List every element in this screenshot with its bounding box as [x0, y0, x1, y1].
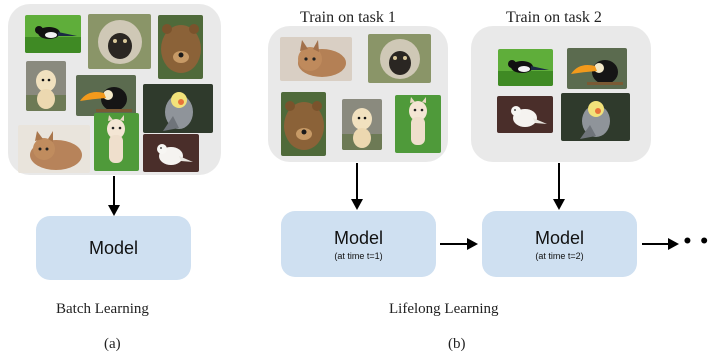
cat-photo — [280, 37, 352, 81]
alpaca-photo — [94, 113, 139, 171]
puppy-photo — [342, 99, 382, 150]
arrow-task2-down — [553, 163, 565, 210]
lifelong-caption: Lifelong Learning — [389, 301, 499, 317]
monkey-photo — [88, 14, 151, 69]
magpie-photo — [25, 15, 81, 53]
batch-model-label: Model — [88, 238, 139, 258]
dove-photo — [143, 134, 199, 172]
batch-sub-label: (a) — [104, 336, 121, 352]
model-t1-sub-label: (at time t=1) — [334, 250, 383, 261]
alpaca-photo — [395, 95, 441, 153]
arrow-model2-to-next — [642, 238, 679, 250]
toucan-photo — [76, 75, 136, 116]
task1-title: Train on task 1 — [300, 9, 396, 26]
arrow-task1-down — [351, 163, 363, 210]
magpie-photo — [498, 49, 553, 86]
continuation-dots: • • • — [682, 232, 718, 252]
puppy-photo — [26, 61, 66, 111]
cat-photo — [18, 125, 90, 173]
task2-title: Train on task 2 — [506, 9, 602, 26]
monkey-photo — [368, 34, 431, 83]
arrow-batch-down — [108, 176, 120, 216]
batch-caption: Batch Learning — [56, 301, 149, 317]
toucan-photo — [567, 48, 627, 89]
model-t2-sub-label: (at time t=2) — [535, 250, 584, 261]
model-t2-box: Model (at time t=2) — [482, 211, 637, 277]
arrow-model1-to-model2 — [440, 238, 478, 250]
batch-model-box: Model — [36, 216, 191, 280]
bear-photo — [158, 15, 203, 79]
dove-photo — [497, 96, 553, 133]
bear-photo — [281, 92, 326, 156]
model-t1-box: Model (at time t=1) — [281, 211, 436, 277]
model-t2-label: Model — [534, 227, 585, 248]
lifelong-sub-label: (b) — [448, 336, 466, 352]
cockatiel-photo — [561, 93, 630, 141]
model-t1-label: Model — [333, 227, 384, 248]
cockatiel-photo — [143, 84, 213, 133]
